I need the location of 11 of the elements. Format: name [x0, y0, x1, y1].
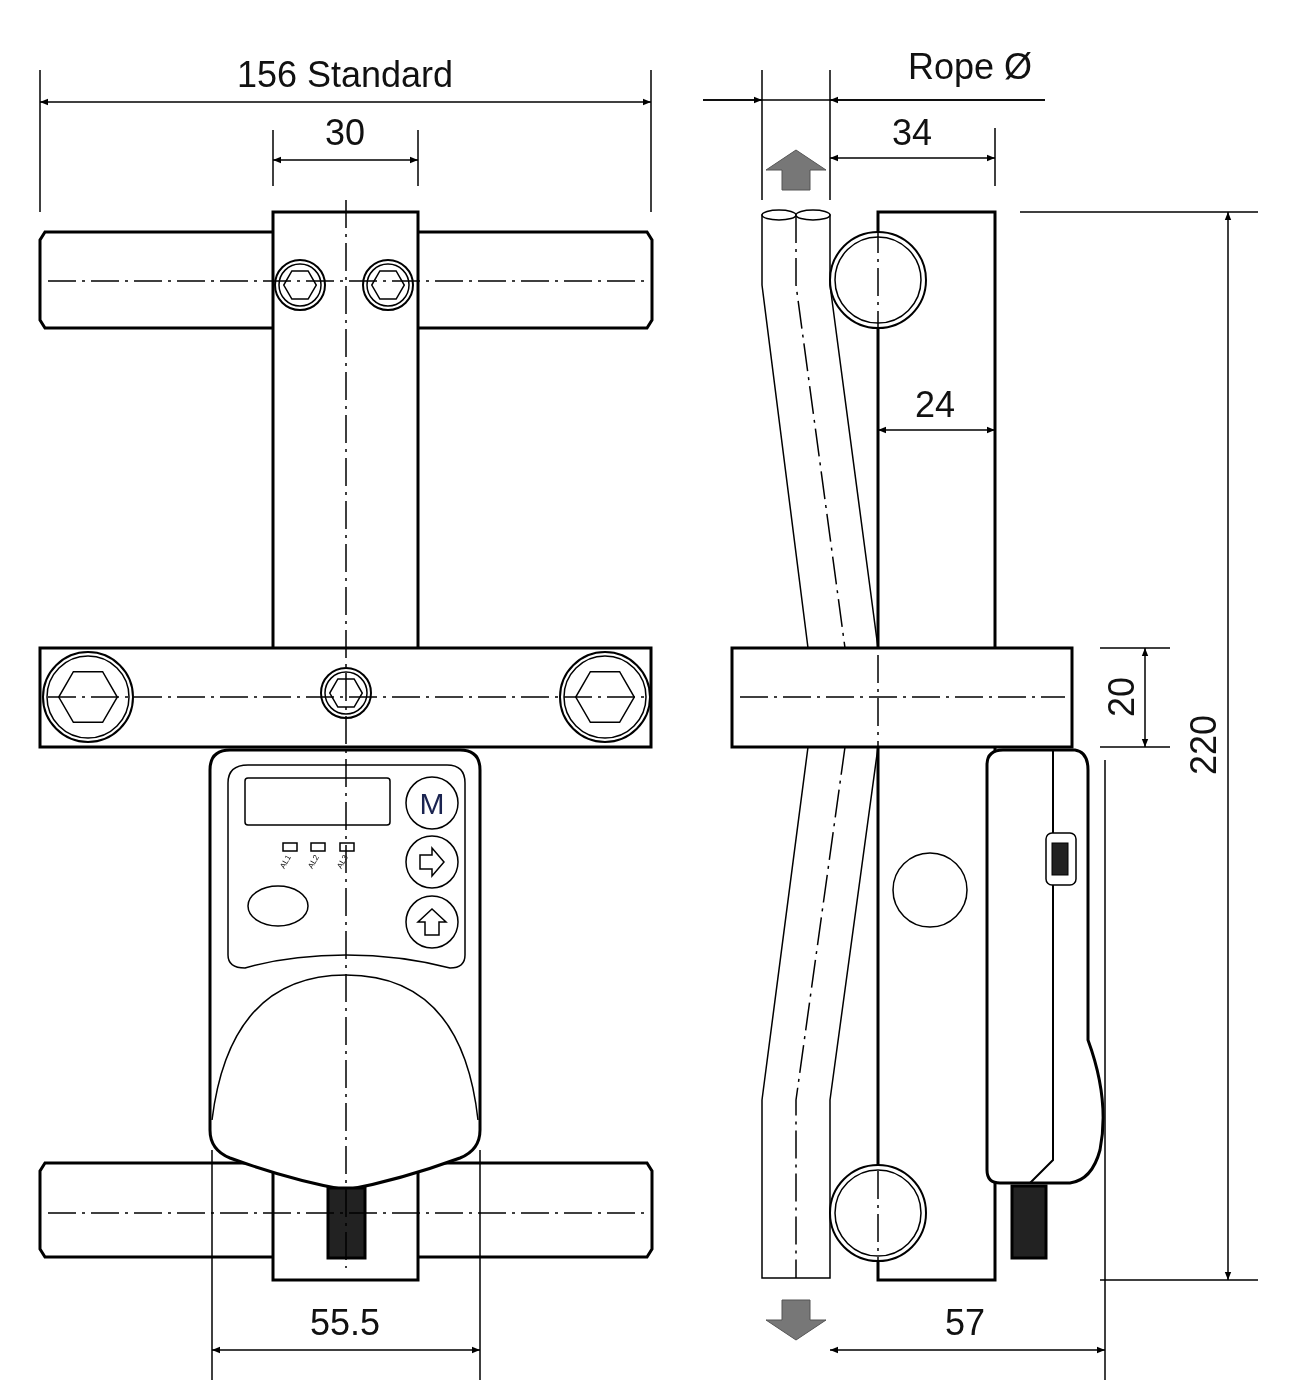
- dimension-label: 57: [945, 1305, 985, 1341]
- dimension-label: 156 Standard: [236, 57, 454, 93]
- button-label: M: [419, 789, 445, 819]
- dimension-label: 34: [892, 115, 932, 151]
- dimension-label: 24: [915, 387, 955, 423]
- dimension-label: 30: [325, 115, 365, 151]
- dimension-label: 220: [1186, 714, 1222, 776]
- dimension-label: 55.5: [309, 1305, 381, 1341]
- led-label: AL1: [279, 853, 293, 871]
- dimension-label: 20: [1104, 677, 1140, 717]
- dimension-label: Rope Ø: [907, 49, 1033, 85]
